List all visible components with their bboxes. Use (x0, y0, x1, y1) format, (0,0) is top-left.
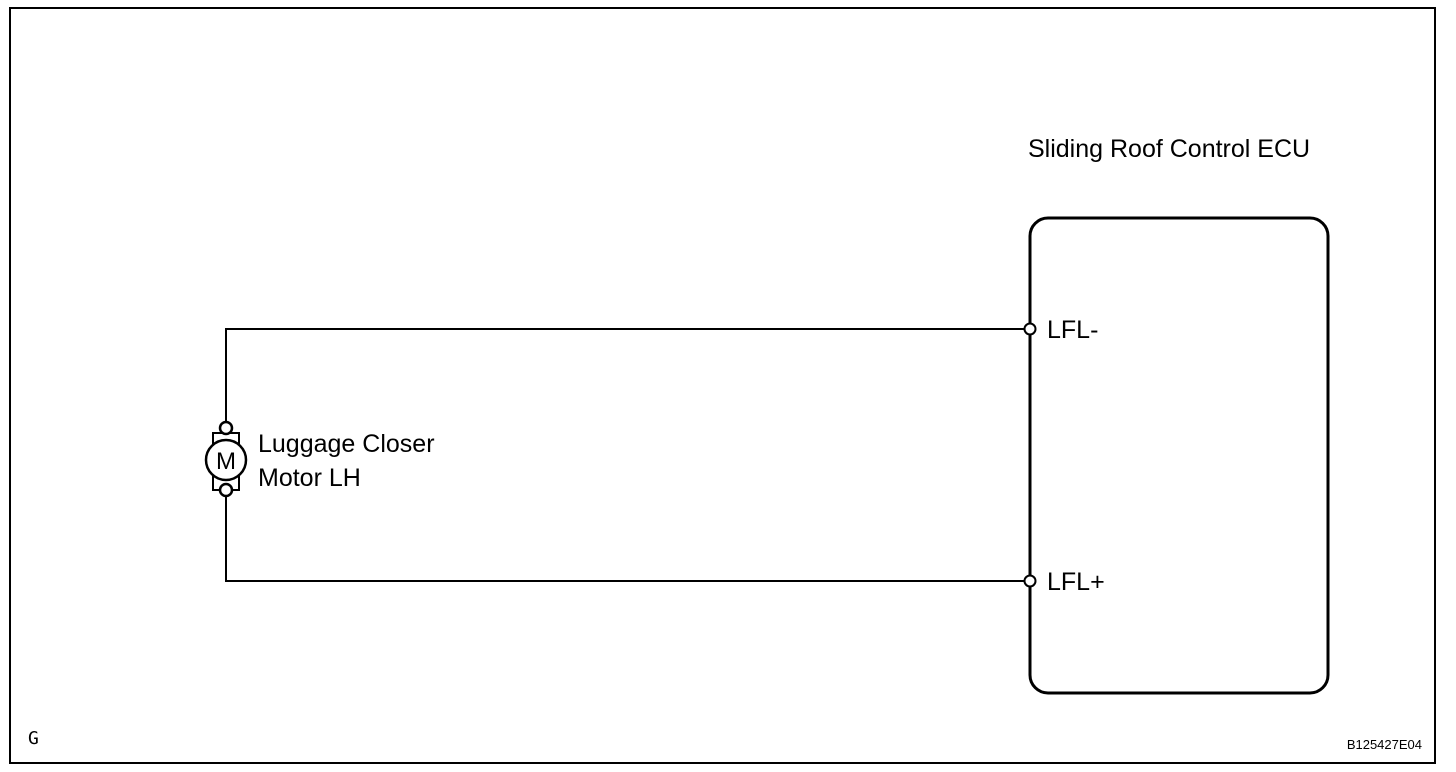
ecu-label: Sliding Roof Control ECU (1028, 135, 1310, 163)
wire-lfl-minus (225, 328, 1025, 424)
terminal-label-lfl-plus: LFL+ (1047, 568, 1105, 596)
outer-frame (9, 7, 1436, 764)
terminal-lfl-minus-icon (1023, 322, 1037, 336)
corner-mark: G (28, 728, 39, 749)
motor-label-line2: Motor LH (258, 464, 361, 492)
motor-label-line1: Luggage Closer (258, 430, 435, 458)
wire-lfl-plus (225, 496, 1025, 582)
terminal-lfl-plus-icon (1023, 574, 1037, 588)
terminal-label-lfl-minus: LFL- (1047, 316, 1098, 344)
motor-symbol-letter: M (216, 448, 236, 475)
figure-code: B125427E04 (1347, 737, 1422, 752)
motor-icon: M (204, 420, 248, 498)
ecu-box (1028, 216, 1330, 695)
